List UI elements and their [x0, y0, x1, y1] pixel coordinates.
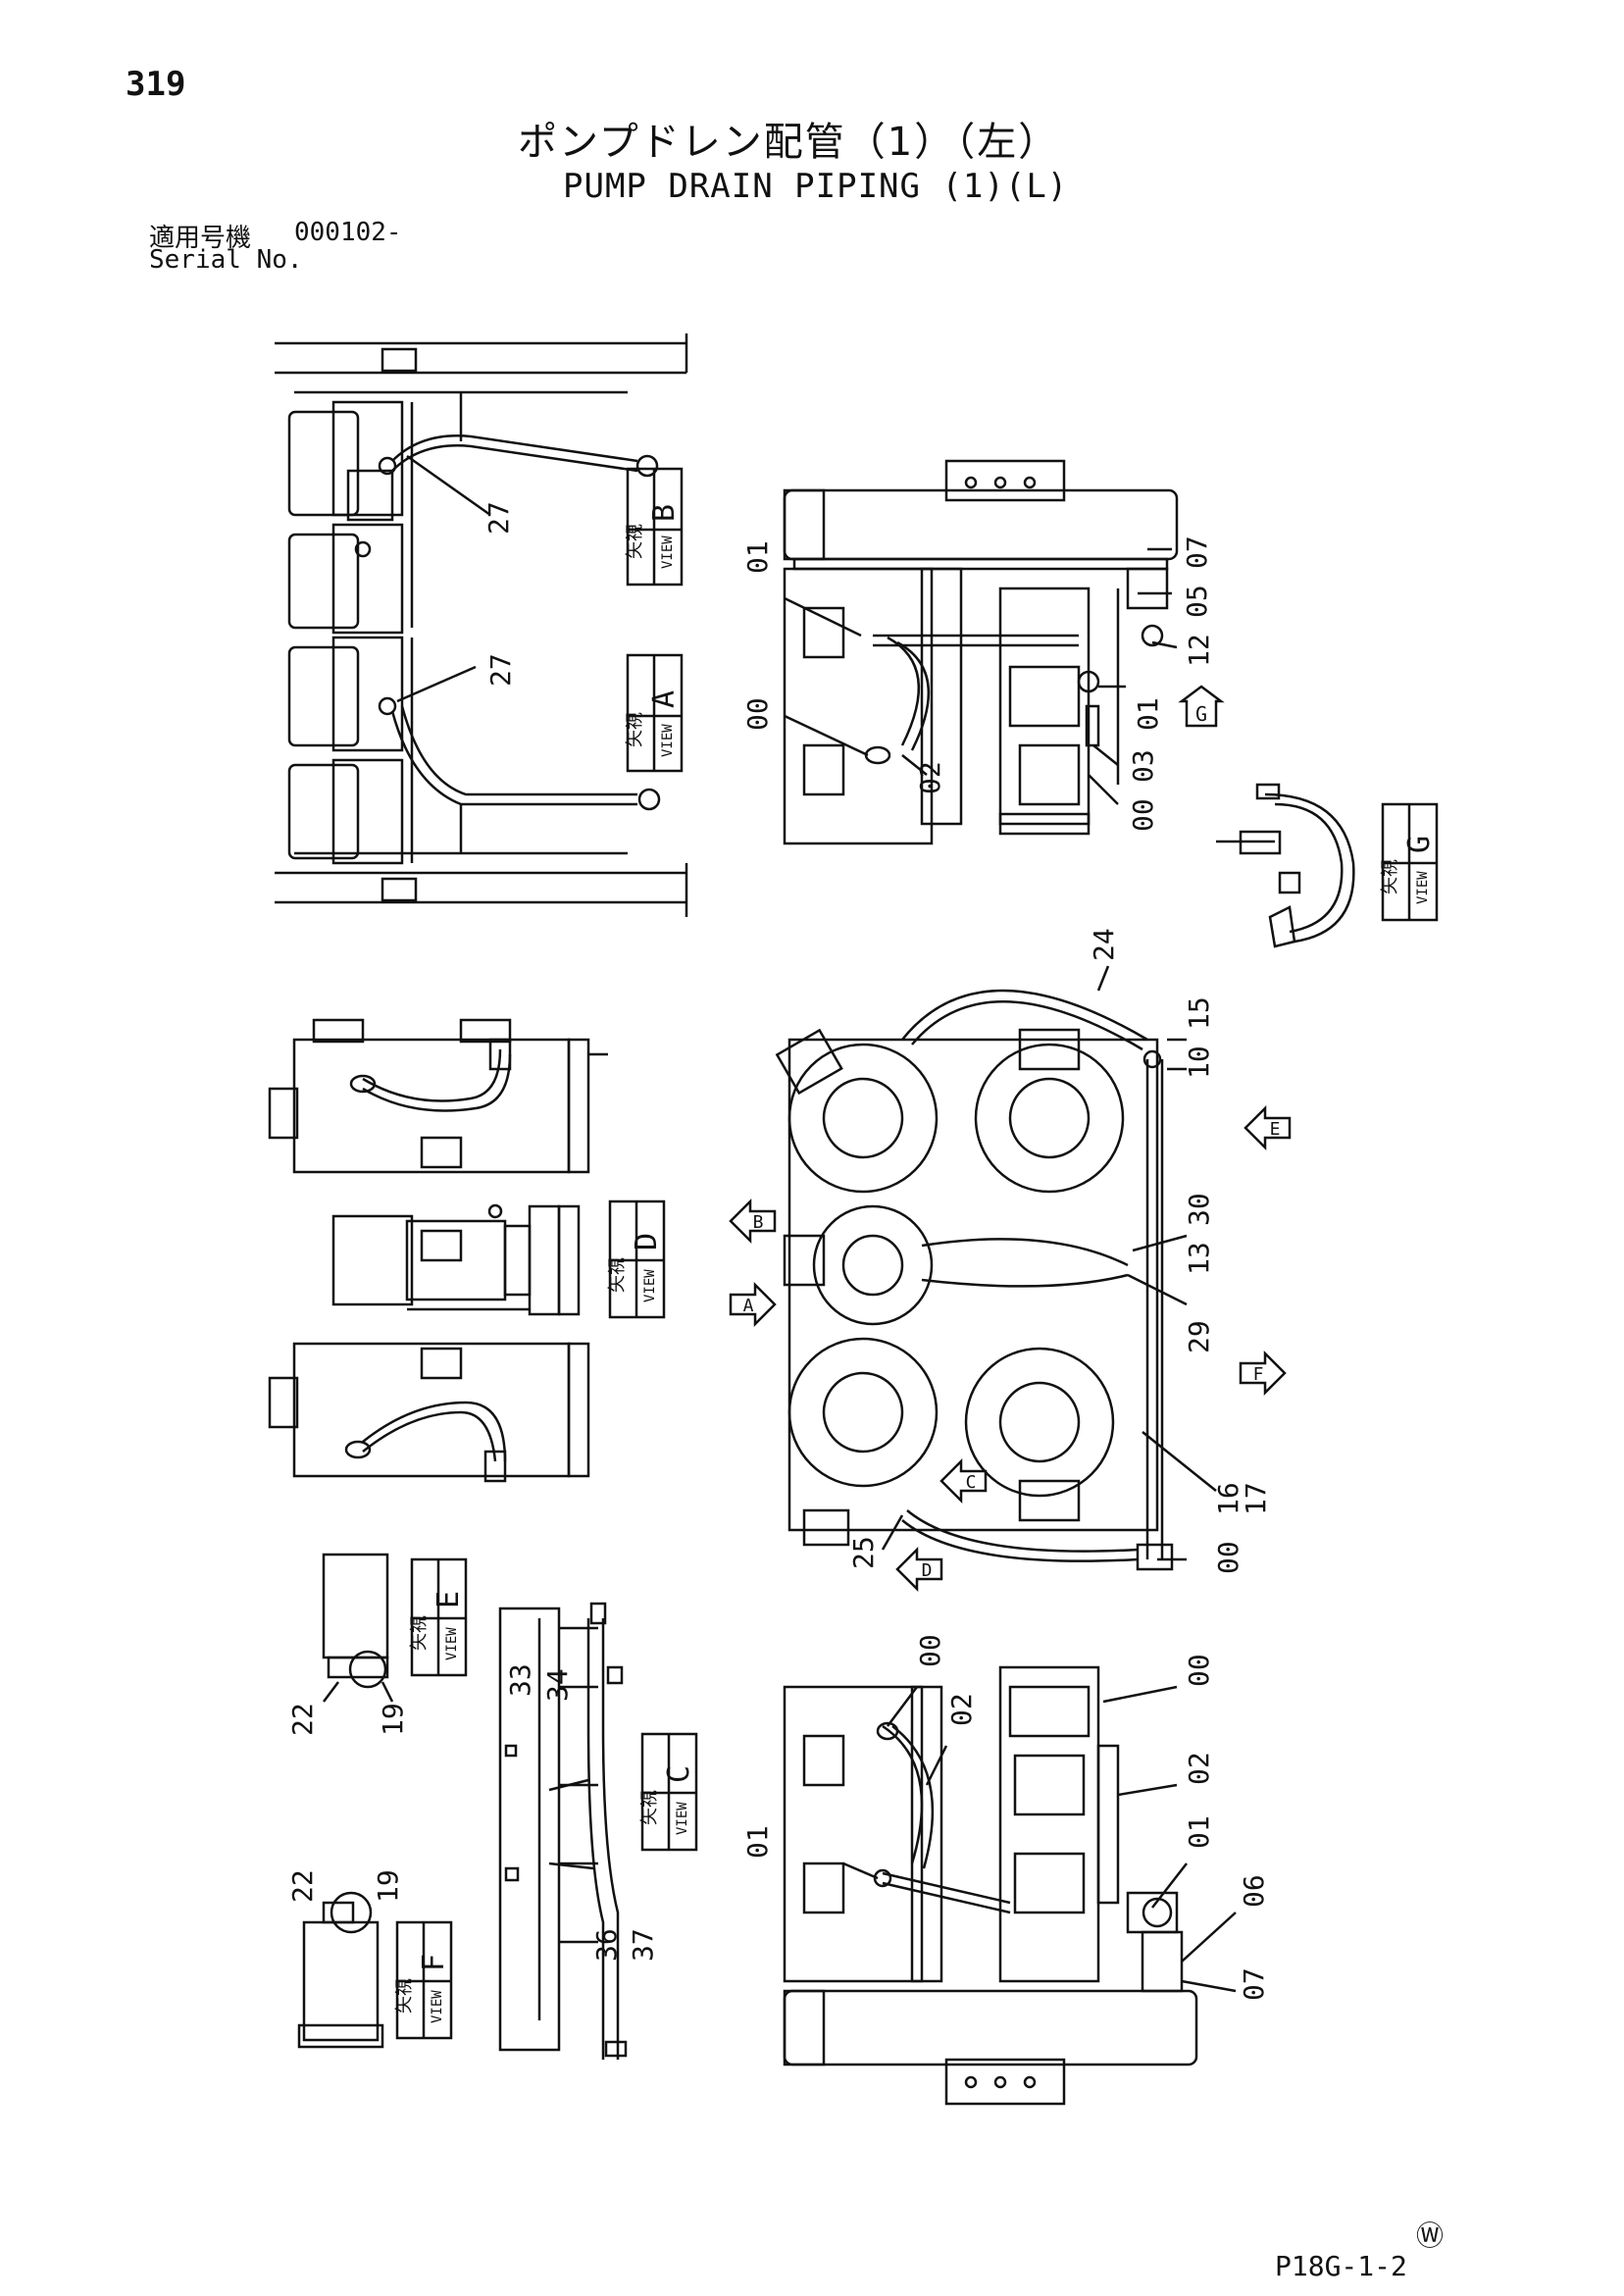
view-d-en: VIEW: [642, 1269, 658, 1302]
view-e-letter: E: [431, 1591, 466, 1608]
part-label: 19: [372, 1869, 404, 1903]
view-g-en: VIEW: [1415, 871, 1431, 904]
view-g-detail: 矢視 VIEW G: [1216, 783, 1439, 948]
part-label: 12: [1183, 634, 1215, 667]
view-c-label: 矢視 VIEW C: [639, 1732, 698, 1852]
arrow-g-small: G: [1178, 685, 1225, 728]
center-plan-view: [775, 989, 1174, 1571]
part-label: 07: [1238, 1967, 1270, 2001]
part-label: 00: [1212, 1541, 1244, 1574]
part-label: 00: [914, 1634, 946, 1667]
part-label: 01: [741, 540, 774, 574]
part-label: 00: [1183, 1654, 1215, 1687]
part-label: 24: [1088, 928, 1120, 961]
part-label: 22: [286, 1703, 319, 1736]
part-label: 05: [1181, 585, 1213, 618]
view-e-drawing: [322, 1553, 394, 1703]
view-e-jp: 矢視: [409, 1615, 430, 1651]
page-reference: P18G-1-2: [1275, 2250, 1407, 2282]
view-c-letter: C: [662, 1765, 696, 1783]
view-d-jp: 矢視: [607, 1257, 628, 1293]
serial-label-japanese: 適用号機: [149, 224, 252, 253]
view-d-drawing: [268, 1018, 608, 1483]
title-japanese: ポンプドレン配管（1）（左）: [518, 120, 1060, 165]
view-a-jp: 矢視: [625, 712, 645, 747]
center-leaders: [881, 965, 1217, 1561]
page-number: 319: [126, 65, 186, 104]
center-view-arrows: B A E F C D: [729, 1104, 1292, 1593]
part-label: 00: [741, 697, 774, 731]
view-f-jp: 矢視: [394, 1978, 415, 2014]
part-label: 07: [1181, 536, 1213, 569]
part-label: 17: [1240, 1482, 1272, 1515]
view-e-en: VIEW: [444, 1627, 460, 1660]
part-label: 33: [504, 1663, 536, 1697]
part-label: 16: [1212, 1482, 1244, 1515]
arrow-g-letter: G: [1195, 702, 1207, 726]
view-c-jp: 矢視: [639, 1790, 660, 1825]
view-f-label: 矢視 VIEW F: [394, 1920, 453, 2040]
part-label: 19: [377, 1703, 409, 1736]
view-e-label: 矢視 VIEW E: [409, 1557, 468, 1677]
view-b-letter: B: [647, 504, 682, 522]
arrow-f-letter: F: [1253, 1364, 1264, 1385]
arrow-a-letter: A: [743, 1296, 754, 1316]
part-label: 15: [1183, 996, 1215, 1030]
part-label: 30: [1183, 1193, 1215, 1226]
part-label: 10: [1183, 1046, 1215, 1079]
part-label: 27: [482, 501, 515, 535]
title-english: PUMP DRAIN PIPING (1)(L): [563, 167, 1069, 206]
view-f-drawing: [297, 1891, 384, 2049]
view-b-a-drawing: [275, 333, 688, 917]
view-a-label: 矢視 VIEW A: [625, 653, 684, 773]
arrow-d-letter: D: [922, 1560, 933, 1581]
view-f-letter: F: [417, 1954, 451, 1971]
part-label: 34: [541, 1668, 574, 1702]
view-g-letter: G: [1402, 836, 1437, 853]
part-label: 37: [627, 1928, 659, 1962]
part-label: 01: [741, 1825, 774, 1859]
bottom-right-assembly: [783, 1665, 1237, 2106]
part-label: 02: [945, 1693, 978, 1726]
view-c-drawing: [498, 1602, 628, 2060]
view-d-letter: D: [630, 1233, 664, 1250]
arrow-c-letter: C: [966, 1472, 977, 1493]
part-label: 36: [590, 1928, 623, 1962]
watermark-symbol: Ⓦ: [1416, 2219, 1445, 2252]
serial-label-english: Serial No.: [149, 245, 303, 275]
view-b-en: VIEW: [660, 536, 676, 569]
view-c-en: VIEW: [675, 1802, 690, 1835]
part-number-labels: 27 27 01 00 07 05 12 01 02 03 00 24 15 1…: [286, 501, 1272, 2001]
view-a-en: VIEW: [660, 724, 676, 757]
part-label: 00: [1127, 798, 1159, 832]
part-label: 02: [1183, 1752, 1215, 1785]
view-f-en: VIEW: [430, 1990, 445, 2023]
view-b-label: 矢視 VIEW B: [625, 467, 684, 587]
part-label: 01: [1132, 697, 1164, 731]
view-b-jp: 矢視: [625, 524, 645, 559]
top-right-assembly: [783, 459, 1179, 845]
arrow-e-letter: E: [1270, 1119, 1281, 1140]
part-label: 22: [286, 1869, 319, 1903]
part-label: 29: [1183, 1320, 1215, 1353]
view-a-letter: A: [647, 690, 682, 708]
view-d-label: 矢視 VIEW D: [607, 1199, 666, 1319]
part-label: 06: [1238, 1874, 1270, 1908]
part-label: 25: [847, 1536, 880, 1569]
part-label: 03: [1127, 749, 1159, 783]
arrow-b-letter: B: [753, 1212, 764, 1233]
serial-number-value: 000102-: [294, 218, 402, 247]
part-label: 27: [484, 653, 517, 687]
part-label: 02: [914, 761, 946, 794]
part-label: 13: [1183, 1242, 1215, 1275]
view-g-jp: 矢視: [1380, 859, 1400, 894]
part-label: 01: [1183, 1815, 1215, 1849]
